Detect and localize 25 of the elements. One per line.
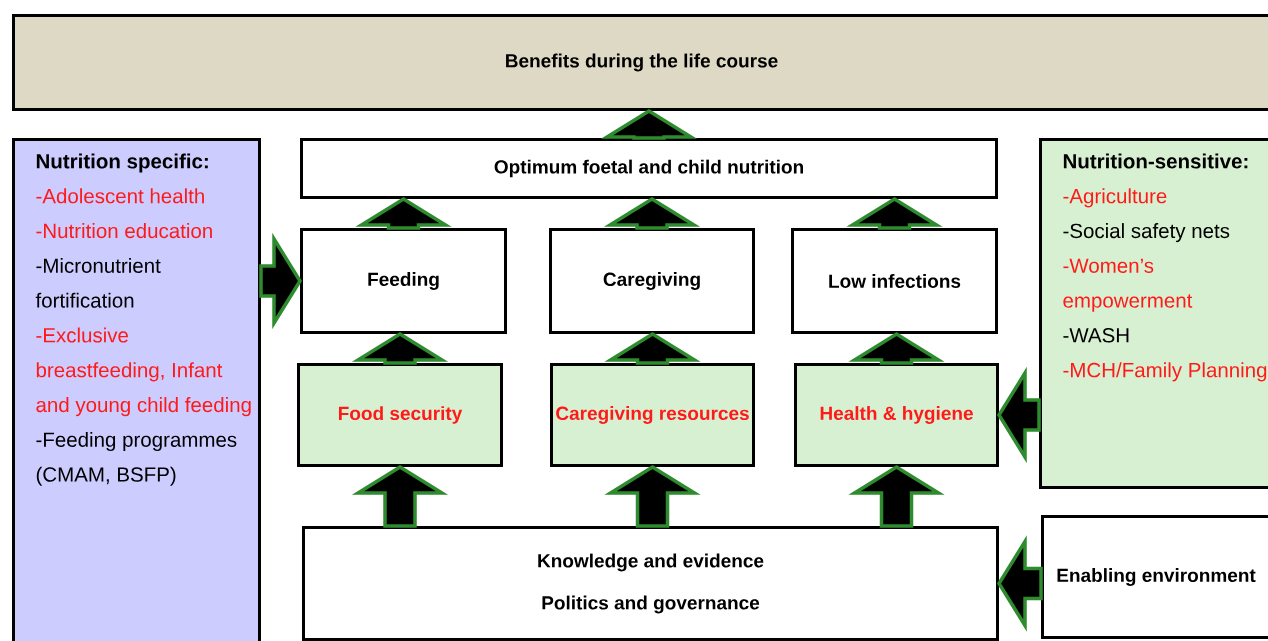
- block-arrow: [848, 464, 945, 528]
- text-box: Caregiving: [549, 228, 755, 334]
- text-box: Low infections: [791, 228, 998, 334]
- block-arrow: [996, 535, 1043, 632]
- text-box: Enabling environment: [1041, 515, 1268, 639]
- text-box: Benefits during the life course: [12, 14, 1268, 111]
- block-arrow: [351, 464, 449, 528]
- block-arrow: [600, 108, 698, 140]
- text-box: Nutrition specific: -Adolescent health -Nutrition education -Micronutrient fortification -Exclusive breastfeeding, Infant and young child feeding -Feeding programmes (CMAM, BSFP): [12, 138, 261, 641]
- text-box: Health & hygiene: [794, 363, 999, 467]
- block-arrow: [604, 331, 701, 365]
- block-arrow: [604, 464, 701, 528]
- block-arrow: [259, 232, 303, 330]
- block-arrow: [355, 196, 452, 230]
- text-box: Optimum foetal and child nutrition: [300, 138, 998, 199]
- text-box: Caregiving resources: [550, 363, 755, 467]
- block-arrow: [846, 196, 943, 230]
- block-arrow: [848, 331, 945, 365]
- block-arrow: [351, 331, 449, 365]
- text-box: Knowledge and evidence Politics and governance: [302, 526, 999, 641]
- block-arrow: [996, 366, 1041, 464]
- block-arrow: [603, 196, 701, 230]
- text-box: Food security: [297, 363, 503, 467]
- text-box: Nutrition-sensitive: -Agriculture -Social safety nets -Women’s empowerment -WASH -MCH/Family Planning: [1039, 138, 1268, 489]
- text-box: Feeding: [300, 228, 507, 334]
